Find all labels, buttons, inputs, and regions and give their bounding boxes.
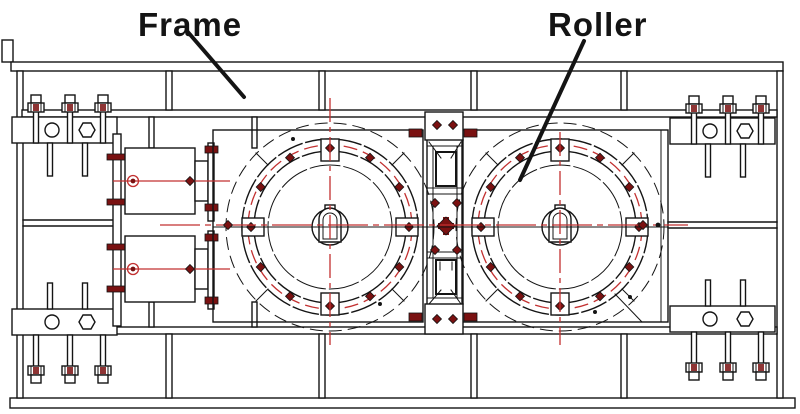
frame-bottom-rail — [9, 397, 796, 409]
frame-right-rail — [776, 70, 784, 399]
roller-label: Roller — [548, 6, 648, 43]
column-center-fasteners — [430, 198, 462, 271]
bolt-cluster-bottom-right — [670, 280, 775, 380]
roller-leader-line — [518, 39, 586, 182]
frame-corner-tab — [1, 39, 14, 63]
left-mid-rail — [22, 219, 114, 227]
frame-left-rail — [16, 70, 24, 399]
right-roller-enclosure — [461, 129, 669, 323]
frame-structure — [1, 39, 796, 409]
reference-marks — [291, 137, 643, 323]
center-column — [424, 111, 464, 335]
lower-flange-plate — [207, 230, 215, 310]
centerlines — [113, 98, 688, 345]
frame-top-rail — [10, 61, 784, 72]
frame-top-posts — [165, 70, 628, 111]
frame-leader-line — [185, 29, 246, 99]
column-top-block — [424, 111, 464, 141]
frame-label: Frame — [138, 6, 242, 43]
frame-bottom-posts — [165, 333, 628, 399]
bolt-cluster-bottom-left — [12, 283, 117, 383]
bolt-cluster-top-left — [12, 95, 117, 176]
left-mounting-plate — [112, 133, 122, 327]
frame-lower-band — [21, 326, 778, 335]
frame-upper-band — [21, 109, 778, 118]
right-mid-rail — [667, 221, 778, 229]
left-actuator-assembly — [106, 133, 219, 327]
bolt-cluster-top-right — [670, 96, 775, 177]
roller-enclosures — [212, 128, 669, 323]
left-roller-enclosure — [212, 129, 424, 323]
upper-flange-plate — [207, 142, 215, 222]
annotations: Frame Roller — [138, 6, 648, 182]
